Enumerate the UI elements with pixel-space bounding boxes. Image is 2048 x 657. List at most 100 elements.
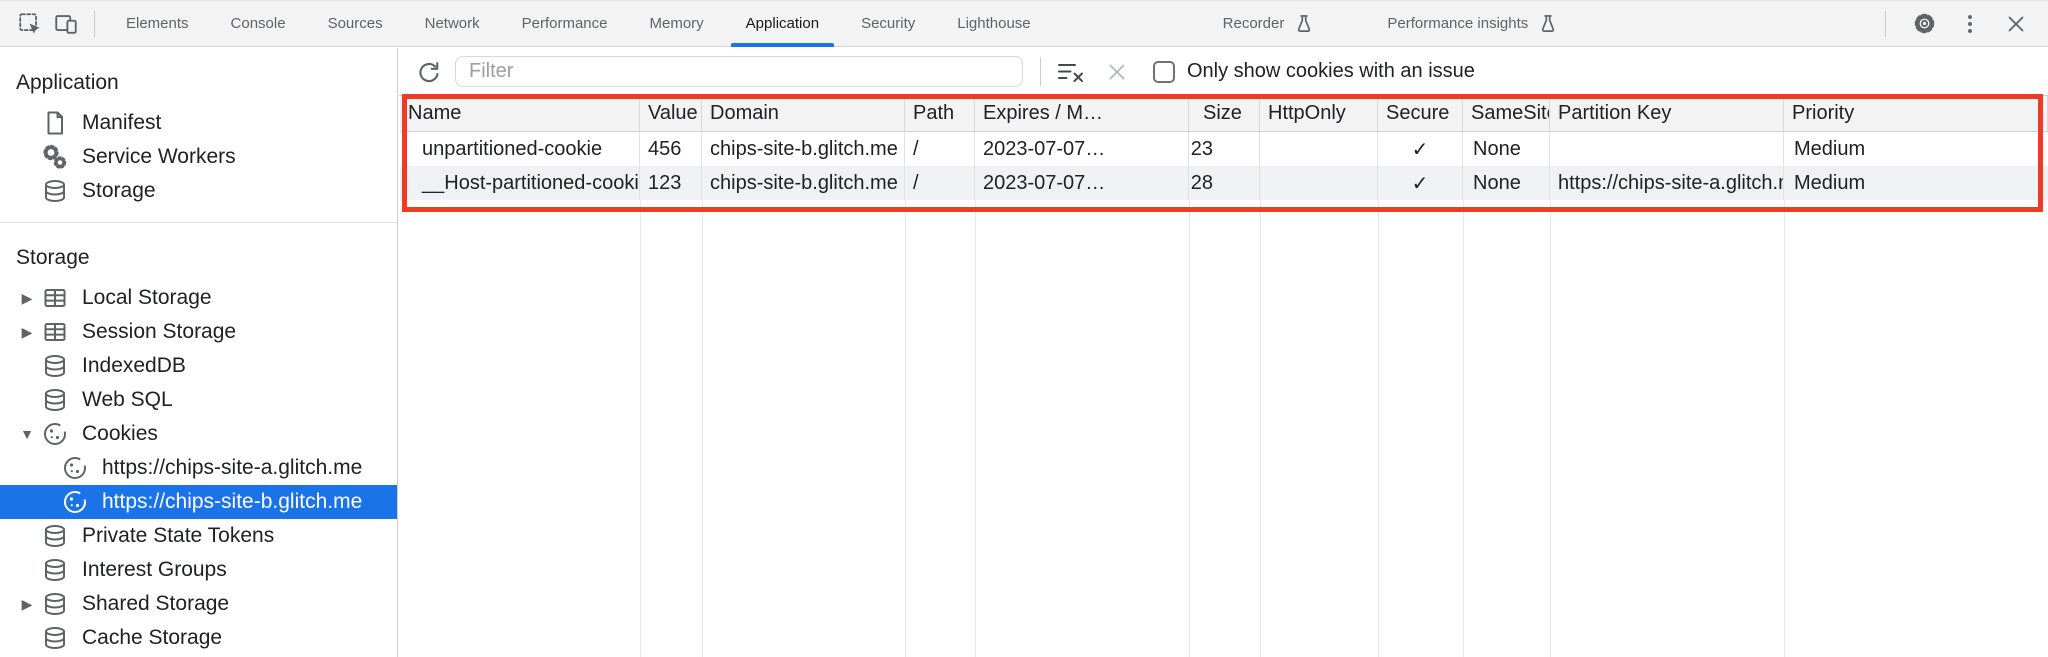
toolbar-divider bbox=[1040, 57, 1041, 86]
chevron-right-icon[interactable]: ▶ bbox=[21, 595, 33, 612]
refresh-icon[interactable] bbox=[411, 54, 447, 90]
sidebar-item-interest-groups[interactable]: Interest Groups bbox=[0, 553, 397, 587]
tab-label: Memory bbox=[649, 14, 704, 32]
sidebar-item-local-storage[interactable]: ▶ Local Storage bbox=[0, 281, 397, 315]
table-row-host-partitioned-cookie[interactable]: __Host-partitioned-cookie 123 chips-site… bbox=[400, 166, 2048, 200]
column-header-domain[interactable]: Domain bbox=[702, 96, 905, 131]
tab-application[interactable]: Application bbox=[725, 0, 840, 47]
sidebar-item-label: Web SQL bbox=[82, 388, 173, 411]
cell-partition-key[interactable]: https://chips-site-a.glitch.me bbox=[1550, 166, 1784, 200]
sidebar-item-web-sql[interactable]: Web SQL bbox=[0, 383, 397, 417]
cell-path[interactable]: / bbox=[905, 166, 975, 200]
sidebar-item-service-workers[interactable]: Service Workers bbox=[0, 140, 397, 174]
file-icon bbox=[40, 108, 70, 138]
cell-samesite[interactable]: None bbox=[1463, 132, 1550, 166]
inspect-element-icon[interactable] bbox=[12, 6, 48, 42]
database-icon bbox=[40, 385, 70, 415]
cell-secure-checkmark[interactable]: ✓ bbox=[1378, 132, 1463, 166]
cell-priority[interactable]: Medium bbox=[1794, 171, 1866, 194]
sidebar-item-shared-storage[interactable]: ▶ Shared Storage bbox=[0, 587, 397, 621]
sidebar-item-label: https://chips-site-a.glitch.me bbox=[102, 456, 363, 479]
cell-value[interactable]: 123 bbox=[640, 166, 702, 200]
tab-label: Console bbox=[230, 14, 286, 32]
cell-size[interactable]: 28 bbox=[1189, 166, 1260, 200]
cell-expires[interactable]: 2023-07-07… bbox=[975, 166, 1189, 200]
cookie-icon bbox=[60, 487, 90, 517]
tab-elements[interactable]: Elements bbox=[105, 0, 210, 47]
experiment-flask-icon bbox=[1537, 13, 1559, 35]
sidebar-item-cookies[interactable]: ▼ Cookies bbox=[0, 417, 397, 451]
cell-httponly[interactable] bbox=[1260, 132, 1378, 166]
tab-console[interactable]: Console bbox=[210, 0, 307, 47]
sidebar-item-cookie-site-a[interactable]: https://chips-site-a.glitch.me bbox=[0, 451, 397, 485]
column-header-priority[interactable]: Priority bbox=[1784, 96, 2048, 131]
database-icon bbox=[40, 555, 70, 585]
tab-label: Performance insights bbox=[1387, 14, 1529, 32]
tab-security[interactable]: Security bbox=[840, 0, 936, 47]
chevron-right-icon[interactable]: ▶ bbox=[21, 323, 33, 340]
clear-all-cookies-icon[interactable] bbox=[1051, 54, 1089, 90]
cell-name[interactable]: unpartitioned-cookie bbox=[400, 132, 640, 166]
cell-samesite[interactable]: None bbox=[1463, 166, 1550, 200]
column-header-expires[interactable]: Expires / M… bbox=[975, 96, 1189, 131]
tab-network[interactable]: Network bbox=[404, 0, 501, 47]
cookie-icon bbox=[60, 453, 90, 483]
tab-label: Network bbox=[424, 14, 480, 32]
cell-value[interactable]: 456 bbox=[640, 132, 702, 166]
cell-domain[interactable]: chips-site-b.glitch.me bbox=[702, 132, 905, 166]
tab-sources[interactable]: Sources bbox=[307, 0, 404, 47]
cell-expires[interactable]: 2023-07-07… bbox=[975, 132, 1189, 166]
chevron-down-icon[interactable]: ▼ bbox=[20, 426, 34, 442]
sidebar-item-label: IndexedDB bbox=[82, 354, 186, 377]
sidebar-item-private-state-tokens[interactable]: Private State Tokens bbox=[0, 519, 397, 553]
sidebar-item-label: Session Storage bbox=[82, 320, 237, 343]
sidebar-item-storage[interactable]: Storage bbox=[0, 174, 397, 208]
sidebar-item-label: Shared Storage bbox=[82, 592, 230, 615]
issues-checkbox[interactable] bbox=[1153, 61, 1175, 83]
column-header-size[interactable]: Size bbox=[1189, 96, 1260, 131]
column-header-value[interactable]: Value bbox=[640, 96, 702, 131]
sidebar-item-session-storage[interactable]: ▶ Session Storage bbox=[0, 315, 397, 349]
sidebar-item-label: Interest Groups bbox=[82, 558, 227, 581]
delete-selected-icon[interactable] bbox=[1099, 54, 1135, 90]
column-header-name[interactable]: Name bbox=[400, 96, 640, 131]
cookies-data-grid: Name Value Domain Path Expires / M… Size… bbox=[400, 96, 2048, 657]
database-icon bbox=[40, 589, 70, 619]
device-toolbar-icon[interactable] bbox=[48, 6, 84, 42]
tab-lighthouse[interactable]: Lighthouse bbox=[936, 0, 1051, 47]
column-header-secure[interactable]: Secure bbox=[1378, 96, 1463, 131]
cell-secure-checkmark[interactable]: ✓ bbox=[1378, 166, 1463, 200]
sidebar-item-cookie-site-b-selected[interactable]: https://chips-site-b.glitch.me bbox=[0, 485, 397, 519]
column-header-httponly[interactable]: HttpOnly bbox=[1260, 96, 1378, 131]
sidebar-item-label: Manifest bbox=[82, 111, 162, 134]
settings-gear-icon[interactable] bbox=[1906, 6, 1942, 42]
table-icon bbox=[40, 283, 70, 313]
kebab-menu-icon[interactable] bbox=[1952, 6, 1988, 42]
tab-performance[interactable]: Performance bbox=[501, 0, 629, 47]
cell-size[interactable]: 23 bbox=[1189, 132, 1260, 166]
sidebar-item-cache-storage[interactable]: Cache Storage bbox=[0, 621, 397, 655]
toolbar-divider bbox=[94, 10, 95, 37]
chevron-right-icon[interactable]: ▶ bbox=[21, 289, 33, 306]
sidebar-item-label: https://chips-site-b.glitch.me bbox=[102, 490, 363, 513]
database-icon bbox=[40, 176, 70, 206]
close-icon[interactable] bbox=[1998, 6, 2034, 42]
tab-recorder[interactable]: Recorder bbox=[1202, 0, 1337, 47]
sidebar-item-indexeddb[interactable]: IndexedDB bbox=[0, 349, 397, 383]
column-header-path[interactable]: Path bbox=[905, 96, 975, 131]
column-header-partition-key[interactable]: Partition Key bbox=[1550, 96, 1784, 131]
cell-httponly[interactable] bbox=[1260, 166, 1378, 200]
cell-name[interactable]: __Host-partitioned-cookie bbox=[400, 166, 640, 200]
filter-input[interactable] bbox=[455, 56, 1023, 87]
column-header-samesite[interactable]: SameSite bbox=[1463, 96, 1550, 131]
tab-memory[interactable]: Memory bbox=[629, 0, 725, 47]
cell-domain[interactable]: chips-site-b.glitch.me bbox=[702, 166, 905, 200]
tab-performance-insights[interactable]: Performance insights bbox=[1366, 0, 1580, 47]
table-row-unpartitioned-cookie[interactable]: unpartitioned-cookie 456 chips-site-b.gl… bbox=[400, 132, 2048, 166]
cell-partition-key[interactable] bbox=[1550, 132, 1784, 166]
database-icon bbox=[40, 351, 70, 381]
sidebar-item-manifest[interactable]: Manifest bbox=[0, 106, 397, 140]
cell-priority[interactable]: Medium bbox=[1794, 137, 1866, 160]
toolbar-divider bbox=[1885, 10, 1886, 37]
cell-path[interactable]: / bbox=[905, 132, 975, 166]
